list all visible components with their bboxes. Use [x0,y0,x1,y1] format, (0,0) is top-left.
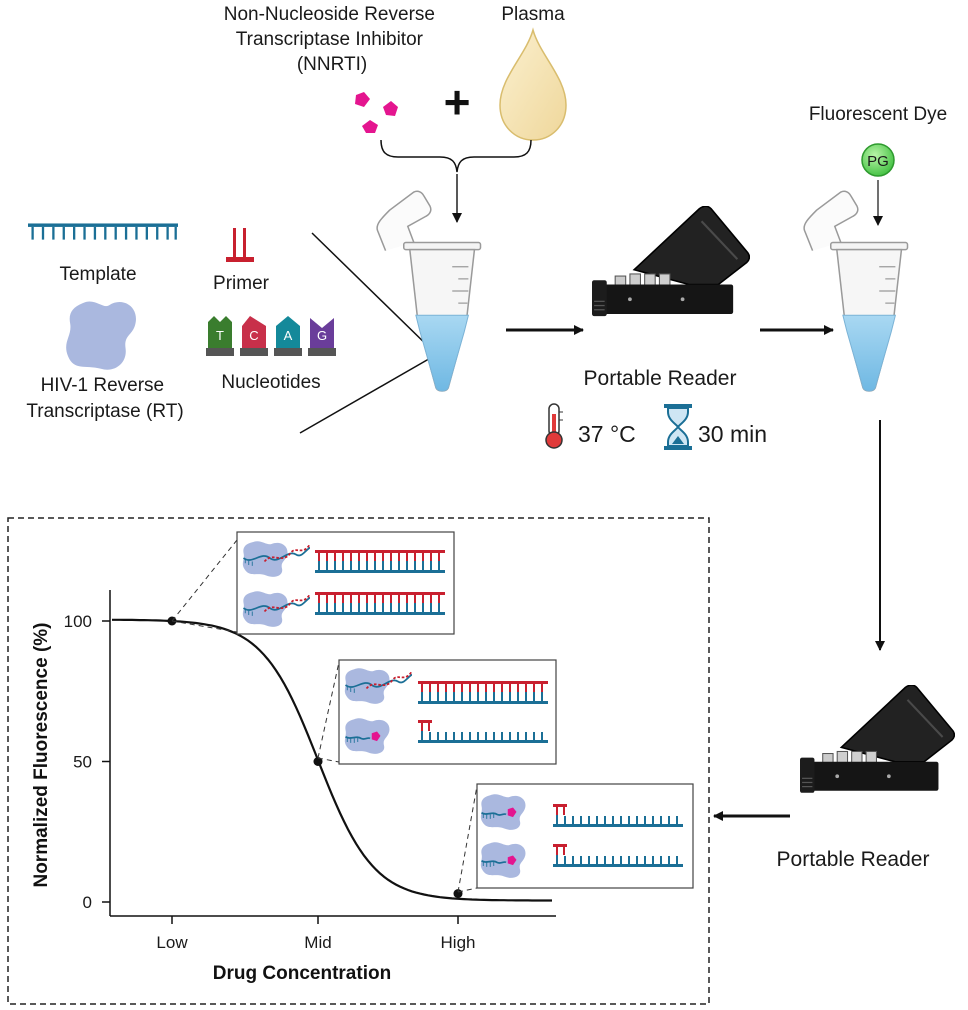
nucleotide-A-icon: A [274,316,302,356]
reverse-transcriptase-icon [66,301,136,370]
data-point-mid [313,757,323,766]
svg-text:G: G [317,328,327,343]
callout-high-concentration [476,783,694,889]
reaction-tube-2 [803,190,909,392]
combine-brace [380,139,532,173]
portable-reader-1 [592,206,750,318]
primer-icon [226,228,254,262]
template-label: Template [59,264,136,285]
converge-line-top [311,232,435,353]
nucleotides-label: Nucleotides [221,372,320,393]
temperature-label: 37 °C [578,421,636,447]
nnrti-label: Non-Nucleoside Reverse Transcriptase Inh… [224,4,441,75]
nucleotides-icon: T C A G [206,316,336,356]
dye-badge-text: PG [867,153,889,170]
y-tick-label: 100 [64,612,92,631]
callout-low-concentration [236,531,455,635]
x-axis-label: Drug Concentration [213,963,391,984]
dose-response-curve [112,618,552,902]
portable-reader-2 [800,685,955,794]
callout-leaders [171,539,478,893]
enzyme-label: HIV-1 Reverse Transcriptase (RT) [26,375,183,422]
inhibited-rt-icon [343,717,391,755]
fluorescent-dye-label: Fluorescent Dye [809,104,947,125]
thermometer-icon [545,403,563,449]
nnrti-molecules-icon [355,92,398,133]
chart-panel-border [7,517,710,1005]
callout-mid-concentration [338,659,557,765]
inhibited-rt-icon [479,793,527,831]
y-axis-label: Normalized Fluorescence (%) [31,622,52,887]
plus-sign: + [444,76,471,128]
primer-label: Primer [213,273,270,294]
svg-text:T: T [216,328,224,343]
inhibited-rt-icon [479,841,527,879]
time-label: 30 min [698,421,767,447]
converge-line-bottom [299,355,435,434]
hourglass-icon [664,404,692,450]
svg-text:A: A [284,328,293,343]
template-strand-icon [28,222,178,241]
plasma-label: Plasma [501,4,565,25]
plasma-drop-icon [499,27,567,141]
nucleotide-T-icon: T [206,316,234,356]
svg-text:C: C [249,328,258,343]
nucleotide-G-icon: G [308,318,336,356]
x-tick-label: High [441,933,476,952]
nucleotide-C-icon: C [240,316,268,356]
portable-reader-label-1: Portable Reader [584,367,737,390]
x-tick-label: Low [156,933,188,952]
portable-reader-label-2: Portable Reader [777,848,930,871]
y-tick-label: 50 [73,753,92,772]
x-tick-label: Mid [304,933,331,952]
y-tick-label: 0 [83,893,92,912]
dye-pg-icon [861,143,895,177]
reaction-tube-1 [376,190,482,392]
